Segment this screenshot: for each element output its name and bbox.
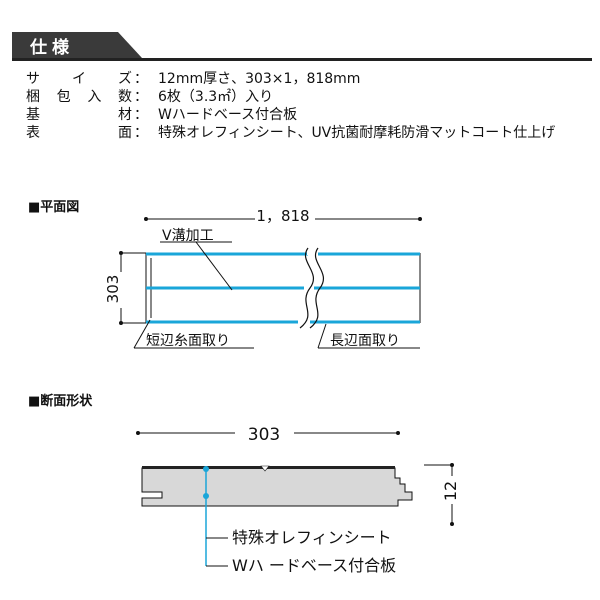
- spec-label: 基 材: [26, 107, 132, 123]
- spec-row-base: 基 材 ： Wハードベース付合板: [26, 106, 555, 124]
- spec-separator: ：: [134, 125, 148, 141]
- plan-break-mark: [309, 247, 324, 329]
- spec-value: 6枚（3.3㎡）入り: [158, 89, 274, 105]
- section-v-groove: [260, 465, 270, 472]
- plan-groove-leader: [195, 241, 233, 291]
- plan-short-edge-leader: [133, 319, 151, 349]
- section-thickness-label: 12: [441, 481, 460, 501]
- plan-break-mark: [299, 247, 314, 329]
- plan-section-label: ■平面図: [28, 200, 80, 215]
- spec-separator: ：: [134, 107, 148, 123]
- spec-value: 12mm厚さ、303×1，818mm: [158, 71, 361, 87]
- plan-long-edge-leader: [317, 323, 327, 349]
- plan-groove-label: V溝加工: [162, 228, 214, 244]
- section-view-label: ■断面形状: [28, 394, 93, 409]
- plan-length-label: 1，818: [256, 207, 309, 225]
- spec-value: Wハードベース付合板: [158, 107, 298, 123]
- plan-long-edge-label: 長辺面取り: [330, 333, 400, 349]
- spec-row-surface: 表 面 ： 特殊オレフィンシート、UV抗菌耐摩耗防滑マットコート仕上げ: [26, 124, 555, 142]
- plan-short-edge-label: 短辺糸面取り: [146, 333, 230, 349]
- spec-label: サ イ ズ: [26, 71, 132, 87]
- spec-value: 特殊オレフィンシート、UV抗菌耐摩耗防滑マットコート仕上げ: [158, 125, 556, 141]
- spec-separator: ：: [134, 89, 148, 105]
- plan-length-dim-dot: [418, 217, 422, 221]
- spec-row-size: サ イ ズ ： 12mm厚さ、303×1，818mm: [26, 70, 555, 88]
- section-layer-base-label: Wハ ードベース付合板: [232, 556, 396, 575]
- section-top-sheet: [142, 466, 395, 469]
- page-title: 仕様: [30, 38, 74, 58]
- plan-diagram: 1，818 303 V溝加工 短辺糸面取り 長辺面取り: [104, 205, 422, 349]
- section-board-profile: [141, 467, 413, 507]
- spec-separator: ：: [134, 71, 148, 87]
- spec-label: 梱 包 入 数: [26, 89, 132, 105]
- section-width-label: 303: [248, 425, 280, 445]
- section-layer-top-label: 特殊オレフィンシート: [232, 528, 392, 547]
- plan-width-label: 303: [104, 275, 122, 304]
- spec-row-package: 梱 包 入 数 ： 6枚（3.3㎡）入り: [26, 88, 555, 106]
- header-banner: [12, 32, 592, 61]
- spec-label: 表 面: [26, 125, 132, 141]
- plan-length-dim-dot: [144, 217, 148, 221]
- spec-table: サ イ ズ ： 12mm厚さ、303×1，818mm 梱 包 入 数 ： 6枚（…: [26, 70, 555, 142]
